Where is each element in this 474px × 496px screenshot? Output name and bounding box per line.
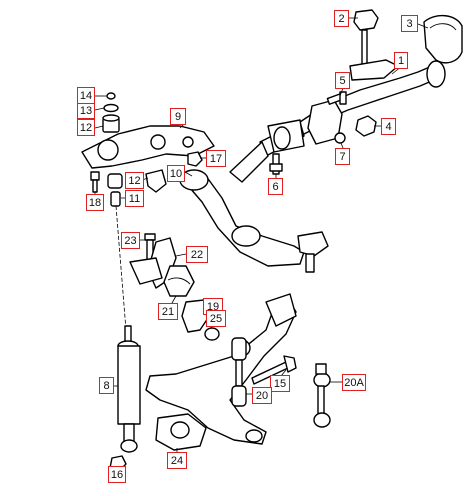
callout-22: 22 [186, 246, 208, 263]
callout-8: 8 [99, 377, 114, 394]
bushing-25 [204, 327, 220, 341]
link-20 [231, 337, 247, 407]
shock-absorber [117, 325, 141, 453]
callout-25: 25 [206, 310, 226, 327]
upper-mount-plate [81, 125, 215, 169]
bolt-6 [269, 153, 283, 175]
callout-1: 1 [394, 52, 408, 69]
spacer-11 [107, 173, 123, 207]
callout-23: 23 [121, 232, 140, 249]
callout-11: 11 [125, 190, 144, 207]
callout-4: 4 [381, 118, 396, 135]
nut-7 [334, 132, 346, 144]
stabilizer-mid-clamp [267, 99, 343, 153]
callout-9: 9 [170, 108, 186, 125]
link-20a [313, 363, 331, 428]
callout-7: 7 [335, 148, 350, 165]
callout-14: 14 [77, 87, 95, 104]
bump-stop [145, 169, 167, 193]
bolt-15 [251, 355, 297, 385]
stabilizer-clamp-top [349, 9, 399, 81]
mount-24 [155, 413, 207, 451]
callout-2: 2 [334, 10, 349, 27]
callout-20: 20 [252, 387, 272, 404]
nut-4 [355, 115, 377, 137]
callout-18: 18 [86, 194, 104, 211]
callout-16: 16 [108, 466, 126, 483]
callout-12-upper: 12 [77, 119, 95, 136]
assembly-line [115, 205, 127, 331]
bolt-5 [326, 91, 347, 105]
callout-17: 17 [206, 150, 226, 167]
callout-15: 15 [270, 375, 290, 392]
stabilizer-bushing [423, 15, 463, 64]
control-arm-upper [179, 169, 329, 273]
callout-6: 6 [268, 178, 283, 195]
bolt-18 [90, 171, 100, 193]
callout-10: 10 [167, 165, 185, 182]
callout-5: 5 [335, 72, 350, 89]
callout-24: 24 [167, 452, 187, 469]
callout-21: 21 [158, 303, 178, 320]
nut-17 [187, 151, 203, 167]
callout-3: 3 [401, 15, 418, 32]
callout-12-middle: 12 [125, 172, 144, 189]
clamp-21 [163, 265, 195, 297]
washer-stack-upper [102, 92, 120, 133]
callout-20a: 20A [342, 374, 366, 391]
